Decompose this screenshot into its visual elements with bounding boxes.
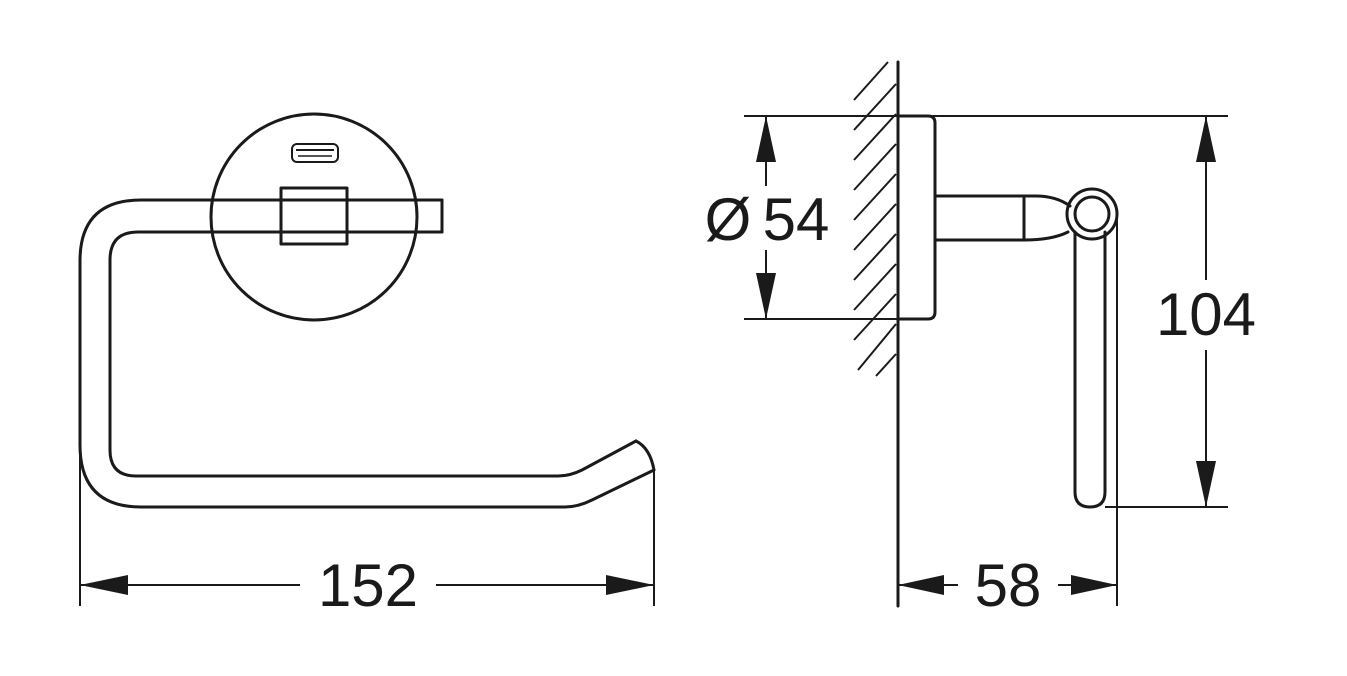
arrow-height-bottom: [1196, 461, 1216, 507]
grohe-logo-icon: [291, 143, 339, 163]
holder-arm-inner: [108, 230, 638, 478]
side-view: Ø 54 104 58: [705, 60, 1256, 619]
side-arm-rod: [933, 194, 1072, 208]
rosette-front: [209, 112, 419, 322]
arrow-diameter-top: [756, 116, 776, 162]
arrow-height-top: [1196, 116, 1216, 162]
arrow-width-right: [606, 575, 654, 595]
dimension-diameter-label: 54: [763, 186, 830, 253]
arrow-diameter-bottom: [756, 273, 776, 319]
arrow-width-left: [80, 575, 128, 595]
arrow-depth-right: [1071, 575, 1117, 595]
dimension-depth-label: 58: [975, 552, 1042, 619]
holder-arm-tip: [634, 439, 656, 472]
side-arm-rod-lower: [933, 230, 1070, 242]
dimension-width-label: 152: [318, 552, 418, 619]
front-view: 152: [78, 112, 656, 619]
dimension-height-label: 104: [1156, 281, 1256, 348]
diameter-symbol: Ø: [705, 186, 752, 253]
wall-hatching: [853, 61, 897, 377]
arrow-depth-left: [898, 575, 944, 595]
rosette-side: [896, 114, 937, 321]
side-loop-ring-inner: [1073, 195, 1111, 233]
side-loop-bar: [1073, 230, 1107, 509]
mounting-block: [279, 186, 349, 246]
holder-arm-outer: [78, 198, 656, 509]
